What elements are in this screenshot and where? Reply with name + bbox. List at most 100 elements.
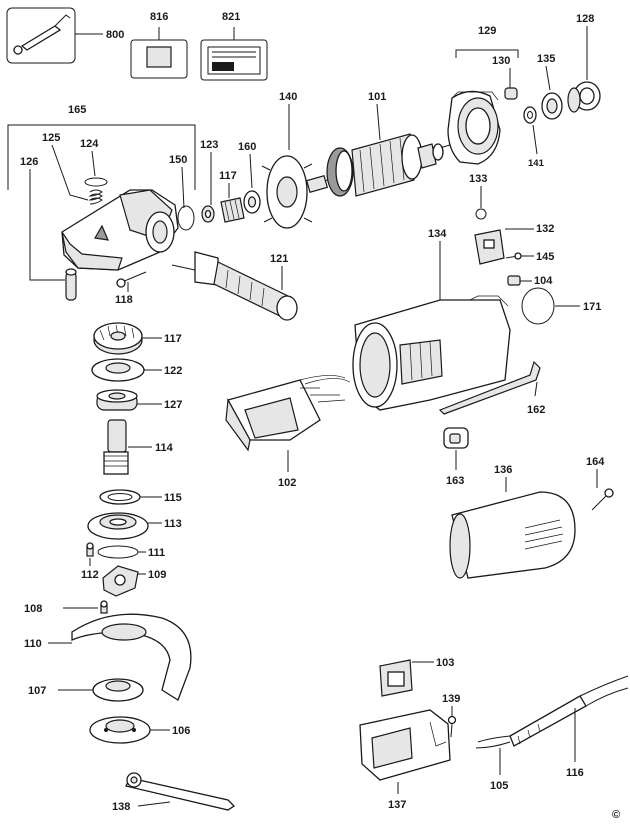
part-111-oring	[97, 545, 139, 559]
part-145-screw	[505, 252, 522, 260]
label-117b: 117	[164, 333, 182, 345]
part-138-spanner	[125, 772, 236, 811]
label-140: 140	[279, 91, 297, 103]
label-108: 108	[24, 603, 42, 615]
part-139-screw	[447, 715, 457, 738]
label-800: 800	[106, 29, 124, 41]
part-134-motor-housing	[352, 295, 511, 411]
part-108-screw	[100, 600, 108, 614]
part-102-field	[225, 375, 351, 452]
label-118: 118	[115, 294, 133, 306]
label-115: 115	[164, 492, 182, 504]
part-141-washer	[523, 106, 537, 124]
part-127-bearing	[96, 389, 138, 411]
label-134: 134	[428, 228, 447, 240]
part-135-bearing	[541, 92, 563, 120]
part-140-fan	[261, 155, 313, 229]
part-124-circlip	[84, 177, 108, 187]
label-160: 160	[238, 141, 256, 153]
label-150: 150	[169, 154, 187, 166]
part-800	[6, 7, 103, 64]
part-117-gear	[93, 322, 143, 355]
label-122: 122	[164, 365, 182, 377]
label-102: 102	[278, 477, 296, 489]
label-121: 121	[270, 253, 288, 265]
part-136-rear-cover	[449, 491, 576, 579]
part-103-switch	[379, 659, 413, 697]
part-105-wire-protector	[475, 735, 511, 749]
label-137: 137	[388, 799, 406, 811]
label-145: 145	[536, 251, 554, 263]
part-110-guard	[71, 613, 192, 701]
part-104-brush	[507, 275, 521, 286]
label-139: 139	[442, 693, 460, 705]
part-122-plate	[91, 358, 145, 382]
part-150-oring	[177, 205, 195, 231]
label-114: 114	[155, 442, 174, 454]
part-116-cord	[509, 675, 629, 747]
label-816: 816	[150, 11, 168, 23]
part-163-switch-button	[443, 427, 469, 449]
label-129: 129	[478, 25, 496, 37]
label-113: 113	[164, 518, 182, 530]
part-126-pin	[65, 268, 77, 301]
part-816	[130, 27, 188, 79]
part-821	[200, 27, 268, 81]
label-127: 127	[164, 399, 182, 411]
part-117-pinion	[220, 197, 245, 223]
part-107-flange	[92, 678, 144, 702]
label-123: 123	[200, 139, 218, 151]
label-110: 110	[24, 638, 42, 650]
part-109-lock	[102, 565, 139, 597]
label-101: 101	[368, 91, 386, 103]
part-165-gear-housing	[61, 189, 179, 271]
label-112: 112	[81, 569, 99, 581]
part-112-screw	[86, 542, 94, 557]
label-109: 109	[148, 569, 166, 581]
part-130	[504, 87, 518, 100]
part-123-nut	[201, 205, 215, 223]
label-130: 130	[492, 55, 510, 67]
part-137-switch-housing	[359, 709, 451, 781]
part-118-screw	[116, 271, 147, 288]
part-113-bearing-plate	[87, 512, 149, 540]
part-162-lever	[438, 360, 541, 415]
label-111: 111	[148, 547, 165, 559]
part-160-bearing	[243, 190, 261, 214]
label-117a: 117	[219, 170, 237, 182]
label-124: 124	[80, 138, 99, 150]
label-164: 164	[586, 456, 605, 468]
label-126: 126	[20, 156, 38, 168]
part-101-armature	[305, 133, 451, 197]
label-107: 107	[28, 685, 46, 697]
part-129-gear-case	[447, 90, 501, 165]
label-128: 128	[576, 13, 594, 25]
part-132-brush-holder	[474, 229, 505, 265]
label-821: 821	[222, 11, 240, 23]
part-106-flange-nut	[89, 716, 151, 744]
label-104: 104	[534, 275, 553, 287]
label-132: 132	[536, 223, 554, 235]
part-128-ring	[567, 81, 601, 113]
label-105: 105	[490, 780, 508, 792]
label-133: 133	[469, 173, 487, 185]
part-133-spring	[475, 208, 487, 220]
label-165: 165	[68, 104, 86, 116]
part-114-spindle	[103, 419, 129, 475]
label-141: 141	[528, 158, 545, 169]
label-106: 106	[172, 725, 190, 737]
label-138: 138	[112, 801, 130, 813]
part-164-screw	[591, 488, 614, 511]
label-103: 103	[436, 657, 454, 669]
label-135: 135	[537, 53, 555, 65]
label-171: 171	[583, 301, 601, 313]
label-162: 162	[527, 404, 545, 416]
copyright-mark: ©	[612, 809, 620, 821]
part-121-side-handle	[171, 251, 298, 321]
part-115-washer	[99, 489, 141, 505]
part-171-oring	[521, 287, 555, 325]
label-116: 116	[566, 767, 584, 779]
label-125: 125	[42, 132, 60, 144]
